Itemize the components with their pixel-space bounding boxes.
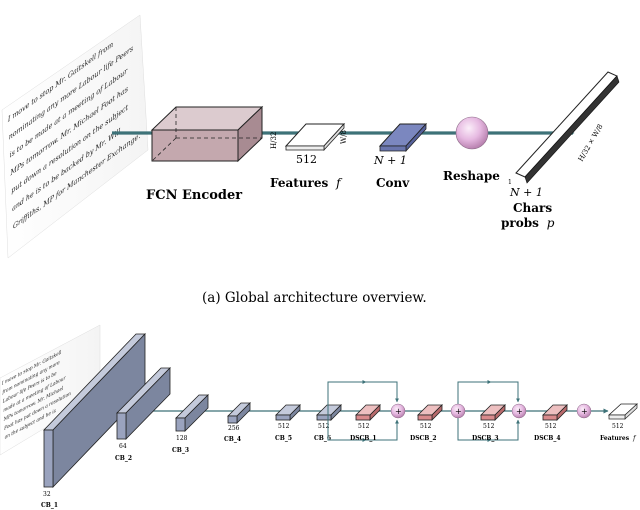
dscb-4-label: DSCB_4: [534, 435, 561, 442]
output-dim-label: N + 1: [509, 186, 543, 199]
conv-label: Conv: [376, 176, 410, 190]
dscb-4-block: [542, 404, 568, 421]
dscb-1-block: [355, 404, 381, 421]
chars-probs-bar: [515, 71, 620, 184]
svg-text:+: +: [455, 407, 462, 416]
dscb-3-block: [480, 404, 506, 421]
cb-1-label: CB_1: [41, 502, 58, 509]
features-block-b: [607, 403, 639, 420]
chars-label: Chars: [513, 201, 552, 215]
svg-text:+: +: [395, 407, 402, 416]
probs-symbol: p: [547, 216, 555, 230]
skip-connections: [327, 380, 520, 442]
cb-3-channels: 128: [176, 435, 188, 442]
cb-3-block: [175, 394, 209, 432]
caption-a: (a) Global architecture overview.: [202, 290, 427, 306]
features-b-symbol: f: [632, 435, 637, 442]
probs-name: probs: [501, 216, 539, 230]
features-side-label: H/32: [270, 132, 278, 149]
cb-4-channels: 256: [228, 425, 240, 432]
dscb-4-channels: 512: [545, 423, 557, 430]
dscb-2-channels: 512: [420, 423, 432, 430]
dscb-2-block: [417, 404, 443, 421]
features-block: [284, 122, 346, 152]
cb-1-channels: 32: [43, 491, 51, 498]
features-width-label: 512: [296, 153, 317, 166]
handwritten-input-image-a: I move to stop Mr. Gaitskell from nomina…: [1, 14, 149, 259]
features-b-channels: 512: [612, 423, 624, 430]
handwritten-input-image-b: I move to stop Mr. Gaitskell from nomina…: [0, 324, 101, 456]
dscb-3-channels: 512: [483, 423, 495, 430]
cb-2-block: [116, 367, 171, 440]
cb-3-label: CB_3: [172, 447, 189, 454]
features-b-name: Features: [600, 435, 630, 442]
output-tick-label: 1: [508, 179, 512, 186]
fcn-encoder-label: FCN Encoder: [146, 188, 242, 203]
add-node: +: [390, 403, 406, 419]
features-name: Features: [270, 176, 328, 190]
svg-text:+: +: [581, 407, 588, 416]
add-node: +: [576, 403, 592, 419]
add-node: +: [450, 403, 466, 419]
features-b-label: Features f: [600, 435, 637, 442]
conv-dim-label: N + 1: [373, 154, 407, 167]
probs-label: probs p: [501, 216, 555, 230]
features-label: Features f: [270, 176, 343, 190]
reshape-sphere: [455, 116, 489, 150]
cb-5-channels: 512: [278, 423, 290, 430]
conv-block: [378, 122, 428, 153]
svg-text:+: +: [516, 407, 523, 416]
add-node: +: [511, 403, 527, 419]
features-symbol: f: [335, 176, 343, 190]
output-length-label: H/32 × W/8: [577, 123, 605, 163]
cb-6-label: CB_6: [314, 435, 331, 442]
cb-2-label: CB_2: [115, 455, 132, 462]
dscb-1-label: DSCB_1: [350, 435, 377, 442]
cb-5-label: CB_5: [275, 435, 292, 442]
panel-a: I move to stop Mr. Gaitskell from nomina…: [1, 14, 620, 306]
cb-4-label: CB_4: [224, 436, 241, 443]
dscb-1-channels: 512: [358, 423, 370, 430]
dscb-3-label: DSCB_3: [472, 435, 499, 442]
features-depth-label: W/8: [340, 130, 348, 144]
panel-b: I move to stop Mr. Gaitskell from nomina…: [0, 324, 639, 509]
reshape-label: Reshape: [443, 169, 500, 183]
cb-6-block: [316, 404, 342, 421]
cb-6-channels: 512: [318, 423, 330, 430]
cb-4-block: [227, 402, 251, 424]
cb-1-block: [43, 333, 146, 488]
fcn-encoder-box: [150, 105, 264, 163]
cb-2-channels: 64: [119, 443, 127, 450]
cb-5-block: [275, 404, 301, 421]
dscb-2-label: DSCB_2: [410, 435, 437, 442]
